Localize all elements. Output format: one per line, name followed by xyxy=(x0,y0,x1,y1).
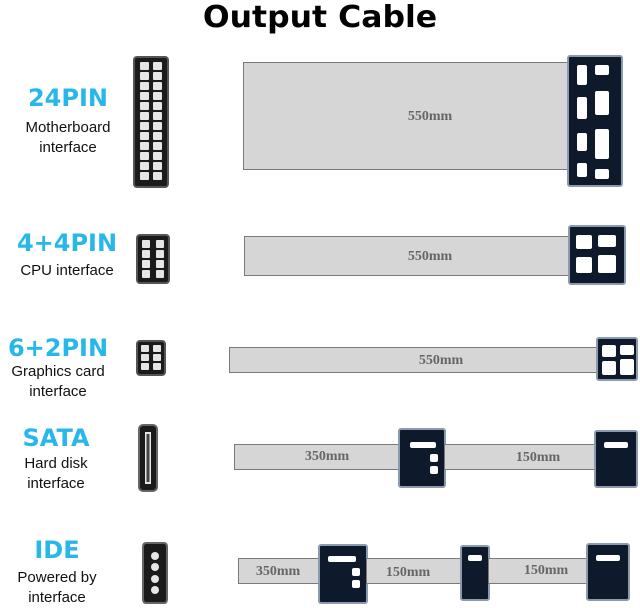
cable-24pin xyxy=(243,62,573,170)
connector-sata-icon xyxy=(138,424,158,492)
pin-type: IDE xyxy=(34,536,80,564)
connector-8pin-icon xyxy=(136,340,166,376)
pin-type: 6+2PIN xyxy=(7,334,109,362)
connector-8pin-icon xyxy=(136,234,170,284)
connector-plug-8pin xyxy=(568,225,626,285)
pin-description: Motherboard interface xyxy=(25,119,111,156)
cable-length: 150mm xyxy=(385,565,431,580)
pin-description: Powered by interface xyxy=(17,569,97,606)
cable-length: 550mm xyxy=(407,109,453,124)
cable-6plus2pin xyxy=(229,347,601,373)
connector-plug-sata-end xyxy=(594,430,638,488)
row-label-4plus4pin: 4+4PIN CPU interface xyxy=(0,229,134,281)
cable-length: 350mm xyxy=(255,564,301,579)
pin-description: Graphics card interface xyxy=(11,363,105,400)
connector-24pin-icon xyxy=(133,56,169,188)
cable-length: 350mm xyxy=(304,449,350,464)
cable-sata-segment-1 xyxy=(234,444,404,470)
connector-ide-icon xyxy=(142,542,168,604)
pin-type: 24PIN xyxy=(27,84,108,112)
cable-ide-segment-2 xyxy=(366,558,464,584)
pin-type: SATA xyxy=(22,424,90,452)
row-label-sata: SATA Hard disk interface xyxy=(6,424,106,494)
cable-length: 550mm xyxy=(407,249,453,264)
cable-ide-segment-3 xyxy=(488,558,590,584)
connector-plug-ide-2 xyxy=(460,545,490,601)
pin-description: CPU interface xyxy=(20,262,114,279)
connector-plug-24pin xyxy=(567,55,623,187)
pin-type: 4+4PIN xyxy=(16,229,118,257)
connector-plug-ide-end xyxy=(586,543,630,601)
connector-plug-ide-1 xyxy=(318,544,368,604)
page-title: Output Cable xyxy=(202,0,438,35)
cable-length: 150mm xyxy=(523,563,569,578)
cable-4plus4pin xyxy=(244,236,574,276)
cable-ide-segment-1 xyxy=(238,558,324,584)
row-label-6plus2pin: 6+2PIN Graphics card interface xyxy=(0,334,116,402)
cable-length: 150mm xyxy=(515,450,561,465)
connector-plug-8pin xyxy=(596,337,638,381)
pin-description: Hard disk interface xyxy=(24,455,88,492)
connector-plug-sata-inline xyxy=(398,428,446,488)
row-label-24pin: 24PIN Motherboard interface xyxy=(5,84,131,158)
cable-length: 550mm xyxy=(418,353,464,368)
row-label-ide: IDE Powered by interface xyxy=(4,536,110,608)
